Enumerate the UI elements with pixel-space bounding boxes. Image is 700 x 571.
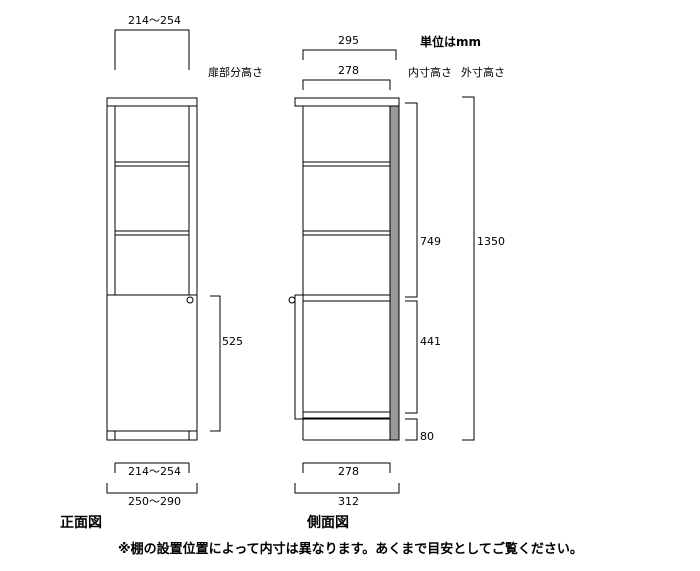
side-outer-depth-bottom: 312 (338, 495, 359, 508)
front-inner-width: 214〜254 (128, 465, 181, 478)
side-caption: 側面図 (307, 515, 349, 531)
outer-height-label: 外寸高さ (461, 66, 505, 79)
front-top-width: 214〜254 (128, 14, 181, 27)
knob-icon (288, 296, 296, 304)
plinth-height: 80 (420, 430, 434, 443)
door-height-label: 扉部分高さ (208, 66, 263, 79)
knob-icon (186, 296, 194, 304)
front-view (106, 29, 221, 494)
inner-height-label: 内寸高さ (408, 66, 452, 79)
front-outer-width: 250〜290 (128, 495, 181, 508)
lower-inner-height: 441 (420, 335, 441, 348)
door-height: 525 (222, 335, 243, 348)
side-outer-depth-top: 295 (338, 34, 359, 47)
side-inner-depth-top: 278 (338, 64, 359, 77)
outer-height: 1350 (477, 235, 505, 248)
disclaimer-note: ※棚の設置位置によって内寸は異なります。あくまで目安としてご覧ください。 (118, 542, 583, 557)
upper-inner-height: 749 (420, 235, 441, 248)
unit-label: 単位はmm (420, 35, 482, 49)
side-inner-depth-bottom: 278 (338, 465, 359, 478)
front-caption: 正面図 (60, 515, 102, 531)
side-view (288, 49, 475, 494)
